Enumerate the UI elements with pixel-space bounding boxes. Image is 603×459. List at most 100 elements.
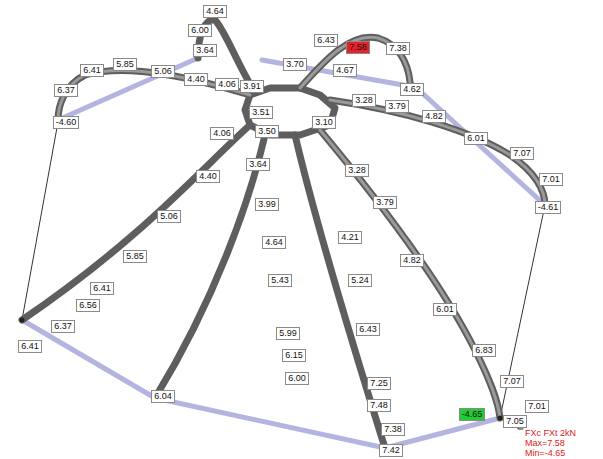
tie-member — [155, 398, 385, 448]
value-box: 5.85 — [123, 250, 147, 263]
force-value: 6.43 — [359, 324, 377, 335]
force-value: 7.25 — [370, 378, 388, 389]
force-value: 5.06 — [160, 211, 178, 222]
value-box: 3.64 — [246, 158, 270, 171]
force-value: 4.06 — [213, 128, 231, 139]
force-value: 3.50 — [258, 126, 276, 137]
value-box: 6.56 — [76, 299, 100, 312]
legend-text: Min=-4.65 — [525, 448, 565, 458]
value-box: 6.43 — [356, 323, 380, 336]
value-box: 3.50 — [255, 125, 279, 138]
force-value: 6.56 — [79, 300, 97, 311]
value-box: 7.38 — [386, 42, 410, 55]
legend-text: FXc FXt 2kN — [525, 428, 576, 438]
force-value: 5.24 — [351, 275, 369, 286]
rib — [22, 125, 250, 320]
thin-members — [22, 122, 545, 418]
force-value: 6.01 — [467, 133, 485, 144]
value-box: -4.60 — [53, 116, 80, 129]
value-box: -4.65 — [459, 408, 486, 421]
force-value: 3.10 — [315, 117, 333, 128]
value-box: 6.15 — [282, 349, 306, 362]
force-value: 7.38 — [389, 43, 407, 54]
value-box: 3.51 — [249, 106, 273, 119]
value-box: 6.43 — [314, 34, 338, 47]
force-value: 3.28 — [348, 165, 366, 176]
value-box: 4.40 — [196, 170, 220, 183]
force-value: 3.91 — [243, 81, 261, 92]
force-value: 4.21 — [341, 232, 359, 243]
force-value: 4.40 — [187, 74, 205, 85]
rib-highlight — [320, 130, 500, 418]
value-box: 7.58 — [346, 41, 370, 54]
force-value: 4.64 — [265, 237, 283, 248]
force-value: 7.48 — [370, 400, 388, 411]
force-value: 6.37 — [57, 85, 75, 96]
force-value: 6.41 — [93, 283, 111, 294]
value-box: 7.05 — [503, 415, 527, 428]
value-box: 4.62 — [400, 83, 424, 96]
force-value: -4.60 — [56, 117, 77, 128]
value-box: 4.82 — [422, 110, 446, 123]
force-value: 5.85 — [116, 59, 134, 70]
value-box: 4.82 — [400, 254, 424, 267]
force-value: 4.64 — [206, 6, 224, 17]
value-box: 3.70 — [283, 58, 307, 71]
force-value: 4.67 — [336, 65, 354, 76]
force-value: 4.82 — [403, 255, 421, 266]
force-value: 3.70 — [286, 59, 304, 70]
force-value: 7.58 — [349, 42, 367, 53]
value-box: 6.04 — [151, 390, 175, 403]
force-value: 3.64 — [196, 45, 214, 56]
value-box: 7.25 — [367, 377, 391, 390]
force-value: 3.64 — [249, 159, 267, 170]
tie-member — [22, 320, 155, 398]
value-box: 7.01 — [539, 173, 563, 186]
value-box: 7.42 — [379, 444, 403, 457]
tie-members — [22, 58, 545, 448]
value-box: 3.28 — [352, 94, 376, 107]
value-box: 4.06 — [215, 78, 239, 91]
value-box: 5.24 — [348, 274, 372, 287]
value-box: 6.41 — [80, 64, 104, 77]
value-box: 3.99 — [255, 198, 279, 211]
force-value: 7.07 — [513, 148, 531, 159]
value-box: 6.83 — [472, 344, 496, 357]
force-value: 6.43 — [317, 35, 335, 46]
value-box: 6.01 — [433, 303, 457, 316]
force-value: 6.41 — [21, 341, 39, 352]
value-box: 5.43 — [268, 274, 292, 287]
rib — [155, 135, 265, 398]
value-box: -4.61 — [535, 201, 562, 214]
force-value: 6.00 — [191, 25, 209, 36]
joints — [20, 118, 548, 451]
rib-highlight — [58, 71, 250, 120]
value-box: 4.06 — [210, 127, 234, 140]
value-box: 7.07 — [510, 147, 534, 160]
force-value: 5.06 — [154, 66, 172, 77]
force-value: 3.99 — [258, 199, 276, 210]
value-box: 5.06 — [151, 65, 175, 78]
force-value: 7.05 — [506, 416, 524, 427]
value-box: 7.01 — [525, 400, 549, 413]
legend-text: Max=7.58 — [525, 438, 565, 448]
force-value: 4.82 — [425, 111, 443, 122]
force-value: 7.01 — [542, 174, 560, 185]
value-box: 6.00 — [188, 24, 212, 37]
force-value: 6.41 — [83, 65, 101, 76]
force-value: 7.38 — [384, 424, 402, 435]
force-value: 6.01 — [436, 304, 454, 315]
force-value: 4.06 — [218, 79, 236, 90]
value-box: 6.01 — [464, 132, 488, 145]
value-box: 3.79 — [385, 100, 409, 113]
force-value: 4.40 — [199, 171, 217, 182]
force-value: 5.99 — [279, 328, 297, 339]
joint — [20, 318, 25, 323]
force-value: 3.79 — [388, 101, 406, 112]
value-box: 4.67 — [333, 64, 357, 77]
rib — [330, 100, 545, 205]
value-box: 6.00 — [285, 372, 309, 385]
force-value: -4.61 — [538, 202, 559, 213]
value-box: 3.10 — [312, 116, 336, 129]
